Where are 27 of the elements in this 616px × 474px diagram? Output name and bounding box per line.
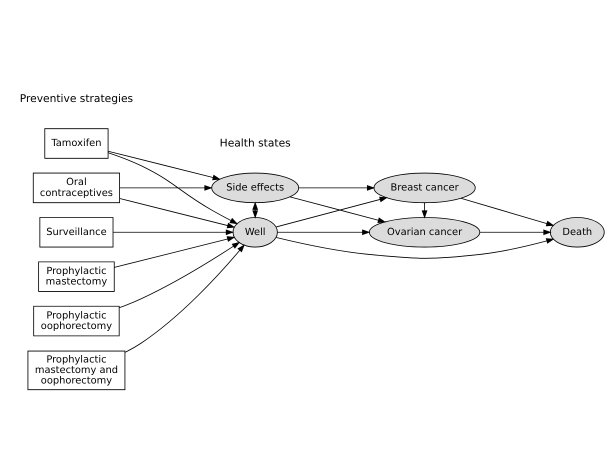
arrow: [480, 229, 552, 236]
node-box: Oral contraceptives: [32, 172, 120, 204]
arrow: [422, 202, 428, 219]
node-box: Tamoxifen: [44, 128, 108, 159]
arrow: [118, 242, 240, 308]
arrow: [298, 185, 376, 191]
arrow: [119, 198, 236, 228]
label: Health states: [220, 136, 291, 150]
arrow: [276, 237, 554, 259]
node-box: Prophylactic oophorectomy: [33, 306, 120, 336]
node-box: Prophylactic mastectomy: [38, 261, 115, 292]
label: Preventive strategies: [20, 92, 134, 105]
arrow: [112, 229, 234, 236]
arrow: [290, 196, 386, 223]
node-ellipse: Well: [232, 217, 278, 248]
arrow: [277, 229, 370, 236]
arrow: [460, 198, 554, 226]
arrow: [114, 236, 236, 268]
node-ellipse: Death: [550, 217, 605, 248]
arrow: [108, 152, 238, 224]
arrow: [108, 150, 221, 180]
arrow: [276, 196, 388, 228]
node-box: Surveillance: [39, 217, 114, 248]
arrow: [119, 185, 213, 191]
arrow: [124, 244, 245, 353]
arrow: [252, 202, 258, 219]
node-box: Prophylactic mastectomy and oophorectomy: [28, 350, 126, 390]
